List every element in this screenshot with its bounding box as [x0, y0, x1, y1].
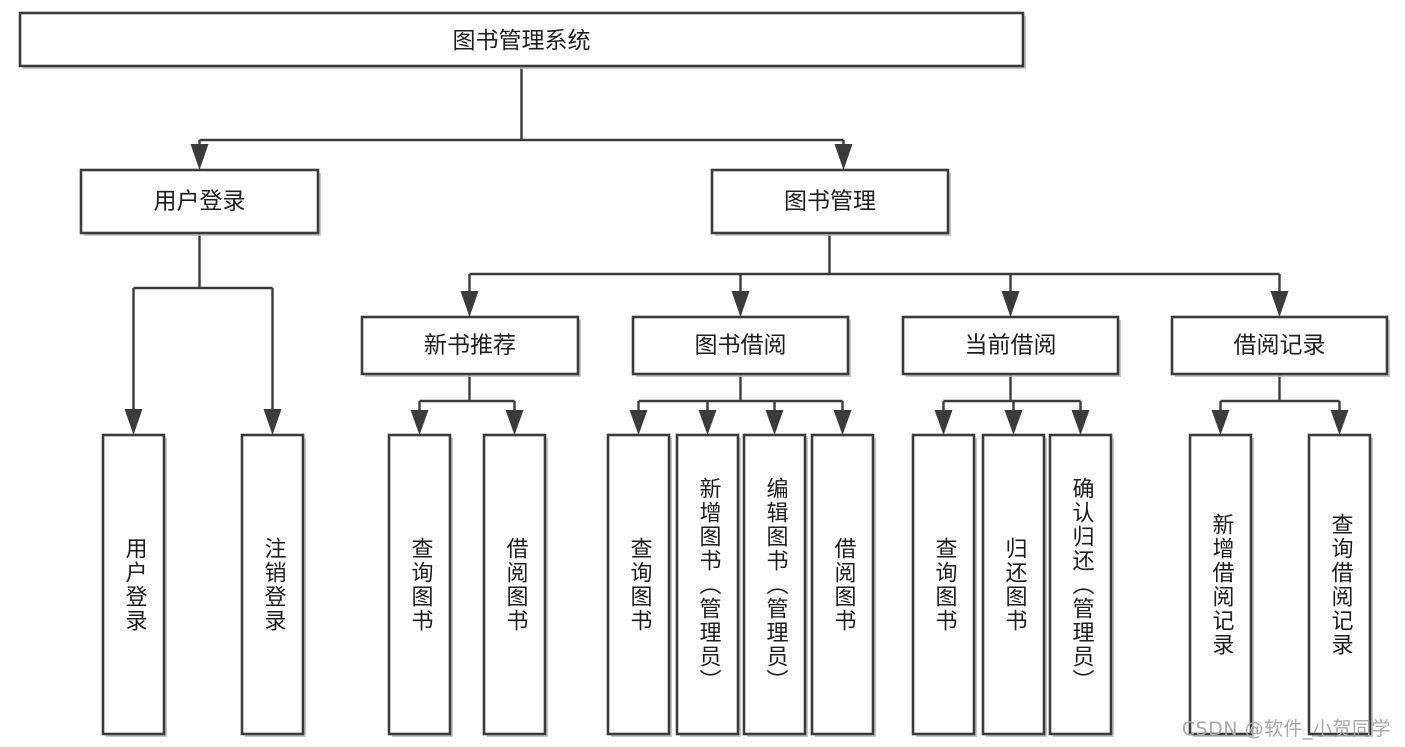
arrow-head-icon — [934, 410, 953, 435]
node-leaf-confirm-return[interactable] — [1048, 433, 1114, 737]
node-current-borrow-label: 当前借阅 — [965, 333, 1057, 359]
node-leaf-add-book[interactable] — [675, 433, 741, 737]
node-borrow-record[interactable]: 借阅记录 — [1170, 315, 1390, 377]
node-user-login[interactable]: 用户登录 — [79, 168, 321, 236]
node-leaf-borrow-book-1[interactable] — [482, 433, 548, 737]
node-leaf-return-book[interactable] — [981, 433, 1047, 737]
arrow-head-icon — [1071, 410, 1090, 435]
arrow-head-icon — [629, 410, 648, 435]
connector-bookmanage-to-level2 — [460, 233, 1289, 317]
arrow-head-icon — [765, 410, 784, 435]
node-book-manage[interactable]: 图书管理 — [710, 168, 951, 236]
node-borrow-record-label: 借阅记录 — [1234, 333, 1326, 359]
node-book-borrow-label: 图书借阅 — [695, 333, 787, 359]
node-book-borrow[interactable]: 图书借阅 — [631, 315, 851, 377]
arrow-head-icon — [263, 409, 282, 435]
arrow-head-icon — [124, 409, 143, 435]
connector-newbook-to-leaves — [410, 374, 524, 435]
arrow-head-icon — [1001, 291, 1020, 317]
arrow-head-icon — [1270, 291, 1289, 317]
arrow-head-icon — [410, 410, 429, 435]
node-leaf-query-book-2[interactable] — [606, 433, 672, 737]
connector-userlogin-to-leaves — [124, 233, 282, 435]
arrow-head-icon — [834, 144, 853, 170]
arrow-head-icon — [731, 291, 750, 317]
node-current-borrow[interactable]: 当前借阅 — [901, 315, 1121, 377]
leaf-boxes-group — [101, 433, 1373, 737]
arrow-head-icon — [1004, 410, 1023, 435]
connector-currentborrow-to-leaves — [934, 374, 1090, 435]
connector-borrowrecord-to-leaves — [1211, 374, 1349, 435]
arrow-head-icon — [460, 291, 479, 317]
node-new-book-rec-label: 新书推荐 — [424, 333, 516, 359]
watermark-text: CSDN @软件_小贺同学 — [1181, 718, 1391, 740]
node-book-manage-label: 图书管理 — [784, 189, 876, 215]
connector-root-to-level1 — [190, 66, 853, 170]
connector-bookborrow-to-leaves — [629, 374, 852, 435]
node-leaf-borrow-book-2[interactable] — [810, 433, 876, 737]
node-leaf-add-record[interactable] — [1188, 433, 1254, 737]
arrow-head-icon — [1211, 410, 1230, 435]
node-leaf-query-book-3[interactable] — [911, 433, 977, 737]
node-leaf-user-logout[interactable] — [240, 433, 306, 737]
arrow-head-icon — [833, 410, 852, 435]
node-root-system[interactable]: 图书管理系统 — [18, 11, 1026, 69]
arrow-head-icon — [190, 144, 209, 170]
node-user-login-label: 用户登录 — [154, 189, 246, 215]
node-leaf-edit-book[interactable] — [742, 433, 808, 737]
node-new-book-rec[interactable]: 新书推荐 — [360, 315, 581, 377]
node-leaf-user-login[interactable] — [101, 433, 167, 737]
node-leaf-query-book-1[interactable] — [387, 433, 453, 737]
node-leaf-query-record[interactable] — [1307, 433, 1373, 737]
arrow-head-icon — [698, 410, 717, 435]
arrow-head-icon — [1330, 410, 1349, 435]
arrow-head-icon — [505, 410, 524, 435]
node-root-system-label: 图书管理系统 — [453, 28, 591, 54]
